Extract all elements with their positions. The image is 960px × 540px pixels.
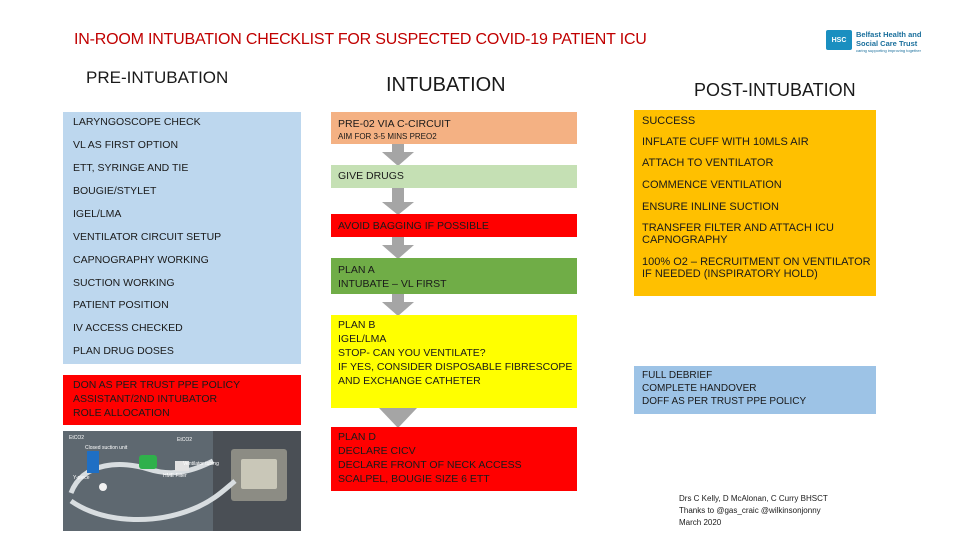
pre-item: BOUGIE/STYLET [73,185,157,197]
plan-b-line: IF YES, CONSIDER DISPOSABLE FIBRESCOPE [338,361,573,373]
photo-label: EtCO2 [177,437,193,443]
credits-thanks: Thanks to @gas_craic @wilkinsonjonny [679,506,821,515]
pre-item: VENTILATOR CIRCUIT SETUP [73,231,222,243]
plan-d-line: SCALPEL, BOUGIE SIZE 6 ETT [338,473,490,485]
arrow-shaft [392,188,404,204]
photo-label: Ventilator tubing [183,461,219,467]
preoxygenate-box: PRE-02 VIA C-CIRCUIT AIM FOR 3-5 MINS PR… [331,112,577,144]
plan-a-line: PLAN A [338,264,375,276]
debrief-line: FULL DEBRIEF [642,370,713,381]
circuit-illustration [63,431,301,531]
post-item: COMMENCE VENTILATION [642,179,782,191]
post-item: TRANSFER FILTER AND ATTACH ICU [642,222,834,234]
logo-line-2: Social Care Trust [856,39,918,48]
post-item: ATTACH TO VENTILATOR [642,157,774,169]
post-item: INFLATE CUFF WITH 10MLS AIR [642,136,809,148]
plan-b-line: PLAN B [338,319,376,331]
logo-line-1: Belfast Health and [856,30,922,39]
preo2-label: PRE-02 VIA C-CIRCUIT [338,118,451,130]
hsc-logo-icon: HSC [826,30,852,50]
post-intubation-heading: POST-INTUBATION [694,80,856,100]
arrow-down-icon [382,202,414,215]
photo-label: EtCO2 [69,435,85,441]
plan-d-line: DECLARE FRONT OF NECK ACCESS [338,459,522,471]
avoid-bagging-box: AVOID BAGGING IF POSSIBLE [331,214,577,237]
plan-d-line: PLAN D [338,431,376,443]
debrief-line: DOFF AS PER TRUST PPE POLICY [642,396,807,407]
avoid-bagging-label: AVOID BAGGING IF POSSIBLE [338,220,489,232]
plan-b-box: PLAN B IGEL/LMA STOP- CAN YOU VENTILATE?… [331,315,577,408]
preo2-sub: AIM FOR 3-5 MINS PREO2 [338,132,437,141]
credits-date: March 2020 [679,518,722,527]
pre-item: SUCTION WORKING [73,277,175,289]
pre-item: IV ACCESS CHECKED [73,322,183,334]
debrief-box: FULL DEBRIEF COMPLETE HANDOVER DOFF AS P… [634,366,876,414]
plan-b-line: STOP- CAN YOU VENTILATE? [338,347,486,359]
post-item: IF NEEDED (INSPIRATORY HOLD) [642,268,818,280]
give-drugs-label: GIVE DRUGS [338,170,404,182]
debrief-line: COMPLETE HANDOVER [642,383,757,394]
pre-item: IGEL/LMA [73,208,122,220]
ppe-line: ROLE ALLOCATION [73,407,170,419]
plan-a-box: PLAN A INTUBATE – VL FIRST [331,258,577,294]
ppe-line: ASSISTANT/2ND INTUBATOR [73,393,218,405]
arrow-shaft [392,237,404,247]
post-item: 100% O2 – RECRUITMENT ON VENTILATOR [642,256,871,268]
page-title: IN-ROOM INTUBATION CHECKLIST FOR SUSPECT… [74,31,647,48]
pre-item: PLAN DRUG DOSES [73,345,174,357]
pre-item: VL AS FIRST OPTION [73,139,179,151]
arrow-down-icon [382,302,414,316]
pre-intubation-checklist: LARYNGOSCOPE CHECK VL AS FIRST OPTION ET… [63,112,301,364]
photo-label: Closed suction unit [85,445,128,451]
give-drugs-box: GIVE DRUGS [331,165,577,188]
post-intubation-checklist: SUCCESS INFLATE CUFF WITH 10MLS AIR ATTA… [634,110,876,296]
plan-b-line: AND EXCHANGE CATHETER [338,375,481,387]
arrow-down-icon [379,408,417,428]
ppe-box: DON AS PER TRUST PPE POLICY ASSISTANT/2N… [63,375,301,425]
pre-item: ETT, SYRINGE AND TIE [73,162,189,174]
arrow-down-icon [382,152,414,166]
trust-logo: HSC Belfast Health and Social Care Trust… [826,30,930,53]
credits-authors: Drs C Kelly, D McAlonan, C Curry BHSCT [679,494,828,503]
plan-d-line: DECLARE CICV [338,445,416,457]
pre-intubation-heading: PRE-INTUBATION [86,68,229,87]
post-item: CAPNOGRAPHY [642,234,728,246]
post-item: ENSURE INLINE SUCTION [642,201,779,213]
photo-label: Y-piece [73,475,90,481]
plan-b-line: IGEL/LMA [338,333,387,345]
arrow-shaft [392,294,404,304]
logo-tagline: caring supporting improving together [856,48,921,53]
plan-a-line: INTUBATE – VL FIRST [338,278,447,290]
pre-item: CAPNOGRAPHY WORKING [73,254,209,266]
pre-item: LARYNGOSCOPE CHECK [73,116,201,128]
post-item: SUCCESS [642,115,696,127]
arrow-shaft [392,144,404,154]
intubation-heading: INTUBATION [386,74,506,96]
ppe-line: DON AS PER TRUST PPE POLICY [73,379,241,391]
pre-item: PATIENT POSITION [73,299,169,311]
plan-d-box: PLAN D DECLARE CICV DECLARE FRONT OF NEC… [331,427,577,491]
credits: Drs C Kelly, D McAlonan, C Curry BHSCT T… [679,493,828,529]
photo-label: HME Filter [163,473,187,479]
ventilator-circuit-photo: EtCO2 Closed suction unit HME Filter Ven… [63,431,301,531]
arrow-down-icon [382,245,414,259]
